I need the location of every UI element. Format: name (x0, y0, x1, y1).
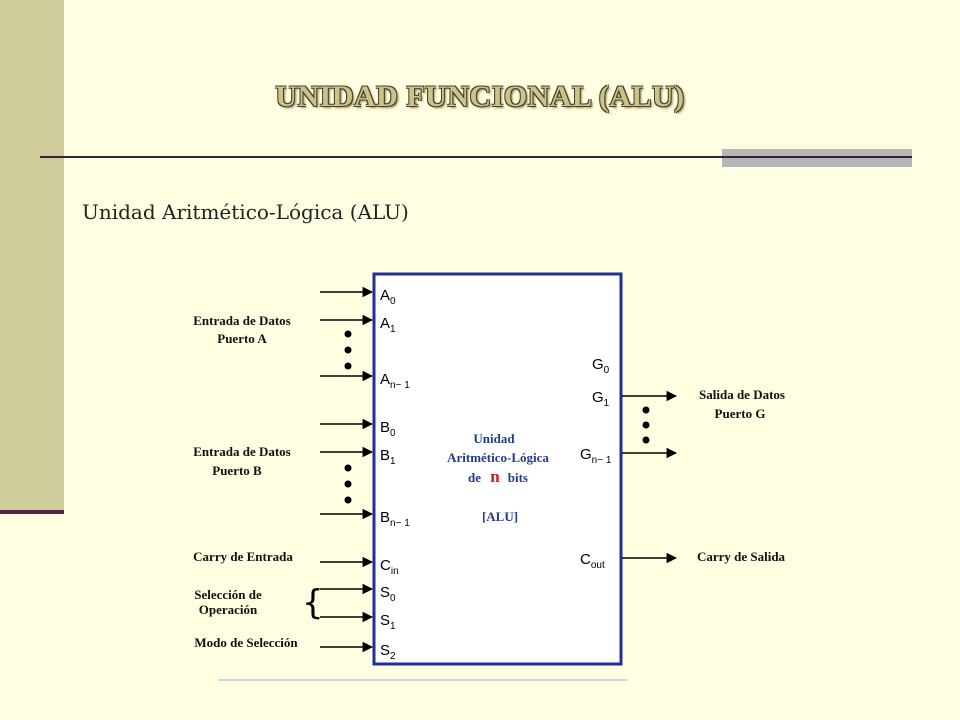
title-rule-accent (722, 149, 912, 167)
label-carry-entrada: Carry de Entrada (193, 549, 293, 564)
title-rule-overlay (722, 156, 912, 158)
label-salida-line1: Salida de Datos (699, 387, 785, 402)
ellipsis-a (344, 330, 352, 370)
core-line-4: [ALU] (482, 509, 518, 524)
pin-b1: B1 (380, 447, 396, 467)
pin-b0: B0 (380, 419, 396, 439)
label-modo-seleccion: Modo de Selección (194, 635, 298, 650)
label-carry-salida: Carry de Salida (697, 549, 786, 564)
core-line-2: Aritmético-Lógica (447, 450, 549, 465)
pin-cout: Cout (580, 551, 605, 571)
label-entrada-b-line2: Puerto B (212, 463, 262, 478)
label-entrada-a-line2: Puerto A (217, 331, 267, 346)
sidebar-band (0, 0, 64, 512)
slide-subtitle: Unidad Aritmético-Lógica (ALU) (82, 200, 409, 224)
slide-title: UNIDAD FUNCIONAL (ALU) (275, 80, 685, 113)
label-entrada-a-line1: Entrada de Datos (193, 313, 291, 328)
ellipsis-b (344, 464, 352, 504)
title-rule (40, 156, 910, 158)
pin-bn1: Bn− 1 (380, 509, 410, 529)
pin-g0: G0 (592, 356, 610, 376)
ellipsis-g (642, 406, 650, 444)
pin-g1: G1 (592, 389, 610, 409)
label-seleccion-line2: Operación (199, 602, 258, 617)
sidebar-divider (0, 510, 64, 514)
pin-s0: S0 (380, 584, 396, 604)
pin-an1: An− 1 (380, 371, 410, 391)
label-entrada-b-line1: Entrada de Datos (193, 444, 291, 459)
alu-block (372, 272, 623, 666)
pin-a1: A1 (380, 315, 396, 335)
pin-cin: Cin (380, 557, 399, 577)
core-line-1: Unidad (473, 431, 515, 446)
pin-s2: S2 (380, 642, 396, 662)
selection-brace: { (302, 583, 324, 623)
label-seleccion-line1: Selección de (194, 587, 262, 602)
pin-s1: S1 (380, 612, 396, 632)
pin-a0: A0 (380, 287, 396, 307)
label-salida-line2: Puerto G (715, 406, 766, 421)
pin-gn1: Gn− 1 (580, 446, 612, 466)
